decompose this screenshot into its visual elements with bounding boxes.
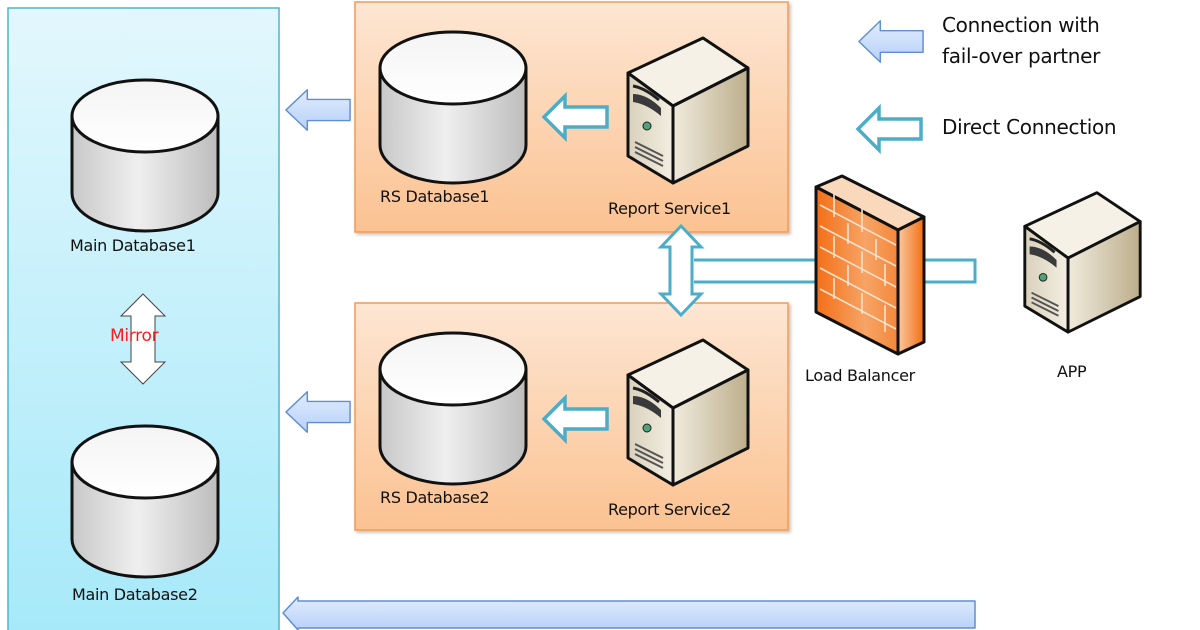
- report-service2-label: Report Service2: [608, 500, 731, 519]
- main-database2-icon[interactable]: [70, 424, 220, 579]
- legend-direct-arrow-icon: [856, 106, 923, 152]
- legend-failover-line2: fail-over partner: [942, 44, 1101, 68]
- legend-failover-label: Connection with fail-over partner: [942, 10, 1100, 72]
- rs-database2-label: RS Database2: [380, 488, 490, 507]
- app-server-icon[interactable]: [1023, 191, 1142, 334]
- load-balancer-firewall-icon[interactable]: [814, 174, 926, 356]
- report-service1-label: Report Service1: [608, 199, 731, 218]
- failover-arrow-2: [285, 391, 351, 433]
- rs-database1-icon[interactable]: [378, 30, 528, 185]
- rs-database2-icon[interactable]: [378, 331, 528, 486]
- lb-double-arrow-icon: [657, 223, 705, 318]
- mirror-label: Mirror: [110, 326, 159, 346]
- app-label: APP: [1057, 362, 1087, 381]
- legend-failover-arrow-icon: [858, 20, 924, 63]
- legend-failover-line1: Connection with: [942, 13, 1100, 37]
- failover-arrow-1: [285, 89, 351, 131]
- rs-database1-label: RS Database1: [380, 187, 490, 206]
- mirror-double-arrow-icon: [119, 293, 167, 385]
- load-balancer-label: Load Balancer: [805, 366, 915, 385]
- main-database2-label: Main Database2: [72, 585, 198, 604]
- legend-direct-label: Direct Connection: [942, 115, 1117, 139]
- app-failover-arrow: [282, 596, 976, 630]
- main-database1-icon[interactable]: [70, 78, 220, 233]
- main-database1-label: Main Database1: [70, 236, 196, 255]
